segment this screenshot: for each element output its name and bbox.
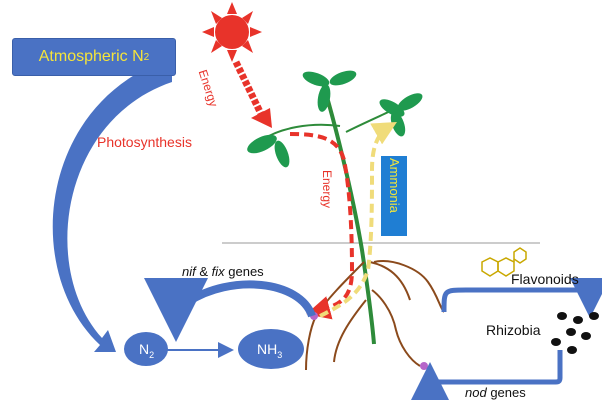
atmospheric-n2-label: Atmospheric N (38, 48, 144, 65)
nod-gene-text: nod (465, 385, 487, 400)
ammonia-path-up (319, 122, 397, 318)
nif-fix-genes-label: nif & fix genes (182, 264, 264, 279)
energy-label-stem: Energy (320, 170, 334, 209)
ammonia-box (381, 156, 407, 236)
n2-text: N (139, 341, 150, 357)
flavonoid-molecule-icon (481, 247, 527, 277)
nh3-text: NH (257, 341, 278, 357)
flavonoids-arrow (441, 278, 602, 318)
rhizobia-label: Rhizobia (486, 322, 541, 338)
sun-energy-arrow (232, 60, 266, 118)
ammonia-label: Ammonia (387, 158, 402, 213)
nif-fix-genes-word: genes (224, 264, 264, 279)
nod-genes-label: nod genes (465, 385, 526, 400)
n2-subscript: 2 (149, 349, 155, 360)
flavonoids-label: Flavonoids (511, 271, 579, 287)
nif-fix-arrow (144, 277, 316, 342)
nh3-node (238, 329, 304, 369)
rhizobia-dots-icon (551, 312, 599, 354)
sun-icon (202, 2, 262, 62)
energy-path-down (289, 132, 355, 320)
atmospheric-n2-subscript: 2 (143, 51, 150, 63)
photosynthesis-label: Photosynthesis (97, 134, 192, 150)
sun-energy-arrowhead (251, 108, 272, 128)
plant-leaves (247, 70, 423, 168)
nod-genes-arrow (410, 350, 563, 400)
nh3-label: NH3 (257, 341, 282, 360)
nif-fix-amp: & (195, 264, 212, 279)
nif-gene-text: nif (182, 264, 196, 279)
fix-gene-text: fix (211, 264, 225, 279)
plant-roots (305, 260, 445, 371)
nodule-lower (420, 362, 428, 370)
nh3-subscript: 3 (277, 349, 283, 360)
nod-genes-word: genes (486, 385, 526, 400)
n2-node (124, 332, 168, 366)
plant-stem (320, 79, 376, 345)
n2-label: N2 (139, 341, 154, 360)
atmospheric-n2-arrow (52, 58, 172, 352)
